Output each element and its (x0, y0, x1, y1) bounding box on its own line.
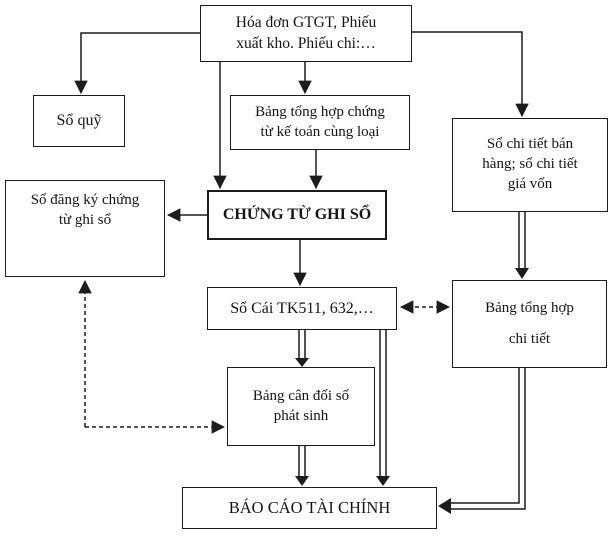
edge-so-chi-tiet-to-bang-tong-hop-chi-tiet-double (515, 212, 529, 279)
edge-bang-can-doi-to-bao-cao-double (295, 446, 309, 486)
edge-so-dang-ky-bang-can-doi-dashed (78, 279, 226, 434)
node-chung-tu-ghi-so: CHỨNG TỪ GHI SỔ (207, 190, 387, 240)
node-bang-tong-hop-chung-tu: Bảng tổng hợp chứng từ kế toán cùng loại (230, 95, 410, 150)
node-bang-can-doi: Bảng cân đối số phát sinh (227, 367, 375, 446)
node-so-chi-tiet-ban-hang: Sổ chi tiết bán hàng; sổ chi tiết giá vố… (452, 118, 608, 212)
node-so-dang-ky-chung-tu: Sổ đăng ký chứng từ ghi sổ (5, 180, 165, 277)
node-so-quy: Sổ quỹ (33, 95, 125, 147)
edge-bang-tong-hop-chi-tiet-to-bao-cao-double (438, 368, 526, 514)
edge-so-cai-to-bang-can-doi-double (295, 330, 309, 367)
node-bao-cao-tai-chinh: BÁO CÁO TÀI CHÍNH (182, 487, 437, 529)
edge-source-to-so-chi-tiet (412, 31, 529, 118)
edge-so-cai-to-bao-cao-double (376, 330, 390, 486)
node-bang-tong-hop-chi-tiet: Bảng tổng hợp chi tiết (452, 280, 607, 368)
node-source-documents: Hóa đơn GTGT, Phiếu xuất kho. Phiếu chi:… (200, 5, 412, 62)
node-so-cai: Sổ Cái TK511, 632,… (207, 287, 397, 330)
edge-source-to-so-quy (74, 32, 200, 95)
